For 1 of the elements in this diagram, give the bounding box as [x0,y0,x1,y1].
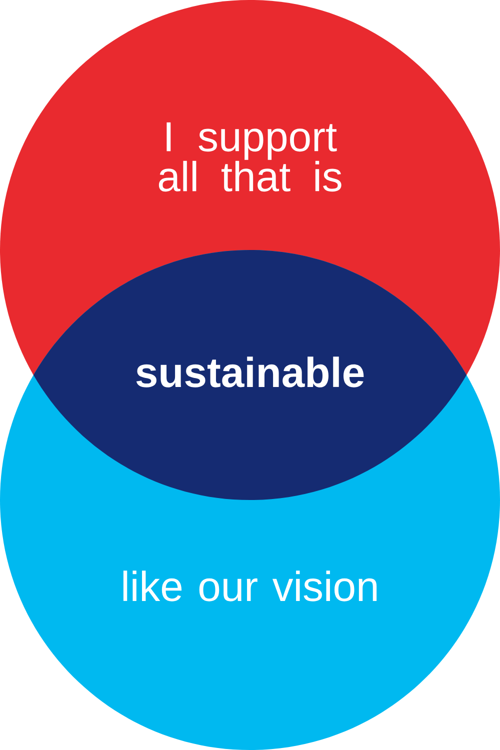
overlap-region: sustainable [136,356,364,388]
